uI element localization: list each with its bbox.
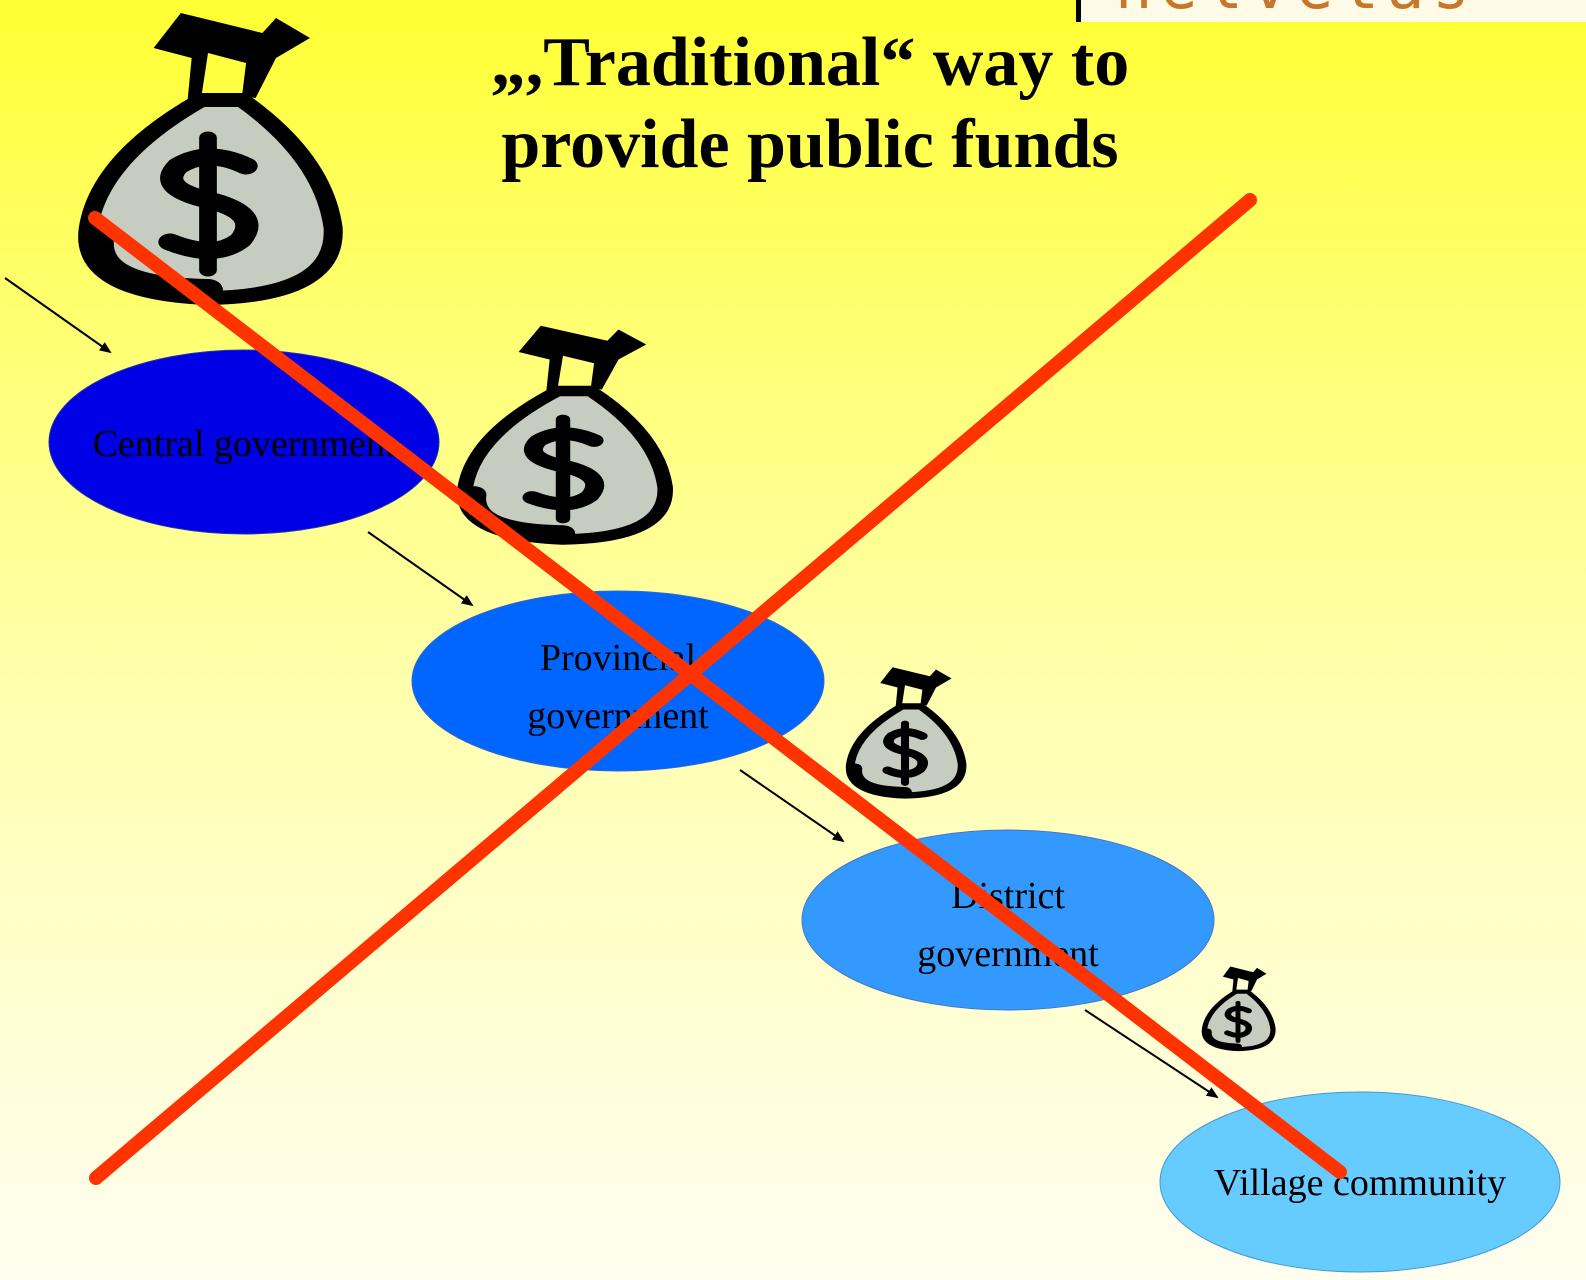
cross-mark-icon (88, 193, 1347, 1185)
arrow-icon (4, 277, 112, 354)
central-government-node: Central government (48, 349, 440, 535)
arrow-icon (367, 531, 474, 607)
logo-text: helvetas (1115, 0, 1478, 22)
money-bag-icon (1204, 966, 1273, 1049)
village-community-node: Village community (1159, 1091, 1561, 1273)
money-bag-icon (850, 667, 962, 795)
node-label: Central government (93, 423, 396, 465)
provincial-government-node: Provincial government (411, 590, 825, 772)
money-bag-icon (88, 13, 334, 298)
slide-title: „,Traditional“ way to provide public fun… (370, 22, 1250, 186)
arrow-icon (739, 769, 845, 843)
helvetas-logo: helvetas (1076, 0, 1586, 22)
node-label: Village community (1214, 1162, 1506, 1204)
title-line-1: „,Traditional“ way to (490, 24, 1130, 101)
title-line-2: provide public funds (501, 106, 1119, 183)
arrow-icon (1084, 1009, 1219, 1099)
money-bag-icon (465, 326, 665, 540)
